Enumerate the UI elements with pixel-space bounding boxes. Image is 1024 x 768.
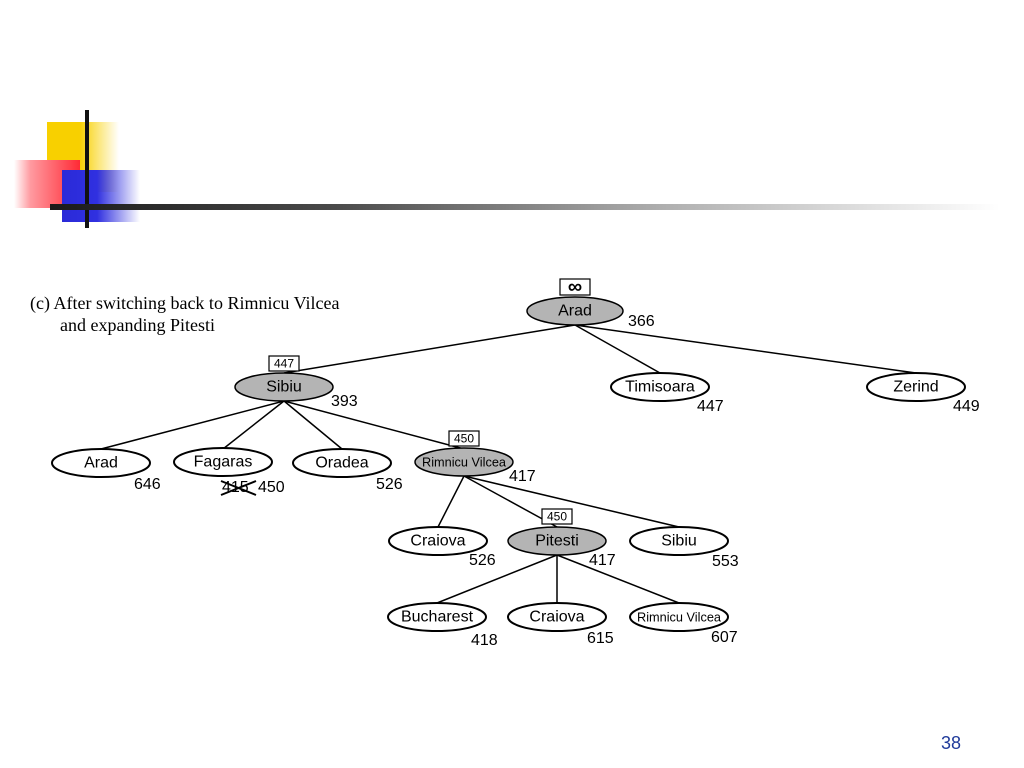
caption-line-1: (c) After switching back to Rimnicu Vilc… bbox=[30, 293, 340, 313]
node-label: Oradea bbox=[315, 455, 368, 472]
page-number: 38 bbox=[941, 733, 962, 753]
node-label: Zerind bbox=[893, 379, 938, 396]
edge-sibiu-fagaras bbox=[222, 400, 285, 450]
f-limit-value: 450 bbox=[454, 432, 474, 446]
node-craiova-2: Craiova 615 bbox=[507, 602, 614, 647]
node-sibiu-2: Sibiu 553 bbox=[629, 526, 739, 570]
title-divider-line bbox=[50, 204, 1000, 210]
f-limit-value: 447 bbox=[274, 357, 294, 371]
node-pitesti: 450 Pitesti 417 bbox=[507, 508, 616, 569]
node-f-value: 553 bbox=[712, 553, 739, 570]
f-limit-box bbox=[559, 278, 591, 296]
node-f-value: 393 bbox=[331, 393, 358, 410]
node-bucharest: Bucharest 418 bbox=[387, 602, 498, 649]
node-ellipse bbox=[387, 602, 487, 632]
node-ellipse bbox=[173, 447, 273, 477]
decor-vertical-line bbox=[85, 110, 89, 228]
f-limit-box bbox=[268, 355, 300, 372]
node-label: Rimnicu Vilcea bbox=[422, 455, 507, 470]
edge-arad-timisoara bbox=[574, 324, 661, 374]
node-ellipse bbox=[292, 448, 392, 478]
node-f-value: 526 bbox=[376, 476, 403, 493]
node-label: Arad bbox=[558, 303, 592, 320]
node-ellipse bbox=[629, 526, 729, 556]
node-label: Pitesti bbox=[535, 533, 579, 550]
node-label: Rimnicu Vilcea bbox=[637, 610, 722, 625]
node-arad-2: Arad 646 bbox=[51, 448, 161, 493]
caption-line-2: and expanding Pitesti bbox=[60, 315, 215, 335]
node-arad: ∞ Arad 366 bbox=[526, 276, 655, 330]
f-limit-value: ∞ bbox=[568, 276, 582, 298]
node-craiova: Craiova 526 bbox=[388, 526, 496, 569]
node-rimnicu-vilcea: 450 Rimnicu Vilcea 417 bbox=[414, 430, 536, 485]
node-ellipse bbox=[629, 602, 729, 632]
edge-sibiu-oradea bbox=[283, 400, 343, 450]
node-sibiu: 447 Sibiu 393 bbox=[234, 355, 358, 410]
node-label: Fagaras bbox=[194, 454, 253, 471]
node-timisoara: Timisoara 447 bbox=[610, 372, 724, 415]
node-f-value: 646 bbox=[134, 476, 161, 493]
f-limit-box bbox=[541, 508, 573, 525]
node-f-value: 366 bbox=[628, 313, 655, 330]
node-f-value: 418 bbox=[471, 632, 498, 649]
edge-rimnicu-sibiu bbox=[463, 475, 680, 528]
f-limit-box bbox=[448, 430, 480, 447]
decor-blue-square bbox=[62, 170, 140, 222]
node-f-value: 450 bbox=[258, 479, 285, 496]
node-label: Craiova bbox=[529, 609, 584, 626]
node-ellipse bbox=[234, 372, 334, 402]
node-oradea: Oradea 526 bbox=[292, 448, 403, 493]
node-label: Bucharest bbox=[401, 609, 474, 626]
edge-sibiu-arad bbox=[100, 400, 285, 450]
node-f-value: 417 bbox=[509, 468, 536, 485]
diagram-caption: (c) After switching back to Rimnicu Vilc… bbox=[30, 292, 340, 336]
node-f-value: 447 bbox=[697, 398, 724, 415]
node-label: Sibiu bbox=[661, 533, 697, 550]
node-ellipse bbox=[866, 372, 966, 402]
f-limit-value: 450 bbox=[547, 510, 567, 524]
node-ellipse bbox=[610, 372, 710, 402]
node-f-value: 449 bbox=[953, 398, 980, 415]
node-ellipse bbox=[388, 526, 488, 556]
node-f-value: 417 bbox=[589, 552, 616, 569]
node-ellipse bbox=[526, 296, 624, 326]
node-label: Timisoara bbox=[625, 379, 695, 396]
node-ellipse bbox=[507, 602, 607, 632]
node-zerind: Zerind 449 bbox=[866, 372, 980, 415]
node-label: Sibiu bbox=[266, 379, 302, 396]
node-rimnicu-vilcea-2: Rimnicu Vilcea 607 bbox=[629, 602, 738, 646]
edge-arad-sibiu bbox=[283, 324, 576, 374]
edge-pitesti-bucharest bbox=[436, 554, 558, 604]
edge-sibiu-rimnicu bbox=[283, 400, 465, 450]
edge-pitesti-rimnicu bbox=[556, 554, 680, 604]
node-label: Arad bbox=[84, 455, 118, 472]
node-label: Craiova bbox=[410, 533, 465, 550]
node-f-value: 526 bbox=[469, 552, 496, 569]
node-ellipse bbox=[414, 447, 514, 477]
node-f-value: 615 bbox=[587, 630, 614, 647]
strikethrough-mark bbox=[220, 480, 257, 496]
edge-arad-zerind bbox=[574, 324, 917, 374]
node-f-value: 607 bbox=[711, 629, 738, 646]
node-ellipse bbox=[51, 448, 151, 478]
node-ellipse bbox=[507, 526, 607, 556]
edge-rimnicu-craiova bbox=[437, 475, 465, 528]
node-fagaras: Fagaras 415 450 bbox=[173, 447, 285, 496]
